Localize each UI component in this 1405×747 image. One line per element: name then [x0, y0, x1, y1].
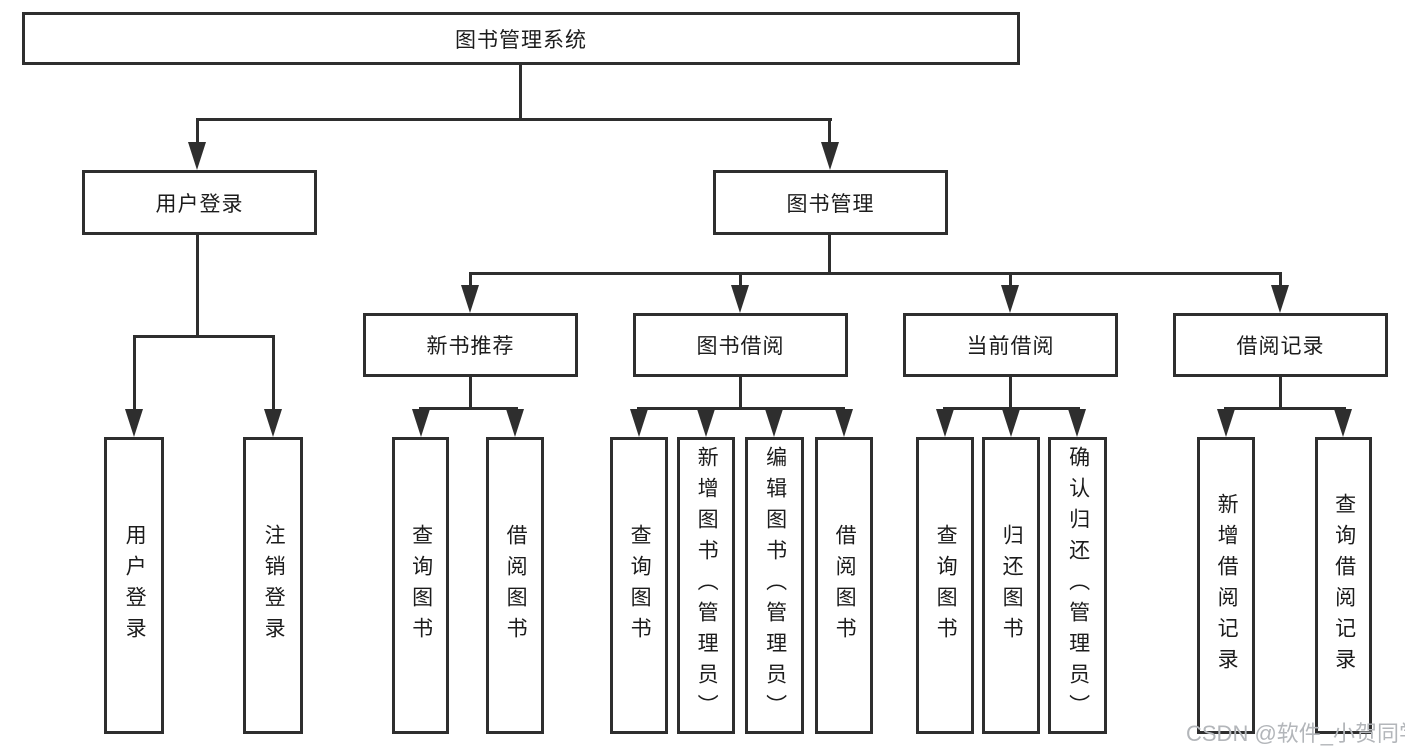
connector-hline — [469, 272, 1282, 275]
leaf-label: 归还图书 — [1000, 523, 1024, 648]
connector-vline — [739, 272, 742, 285]
leaf-label: 查询借阅记录 — [1332, 492, 1356, 679]
leaf-label: 查询图书 — [628, 523, 652, 648]
arrowhead-down-icon — [188, 142, 206, 170]
leaf-borrowing-edit-books-admin: 编辑图书（管理员） — [745, 437, 804, 734]
node-user-login: 用户登录 — [82, 170, 317, 235]
arrowhead-down-icon — [1334, 409, 1352, 437]
connector-hline — [133, 335, 275, 338]
connector-vline — [1009, 272, 1012, 285]
leaf-borrowing-query-books: 查询图书 — [610, 437, 668, 734]
connector-vline — [196, 235, 199, 335]
leaf-current-confirm-return-admin: 确认归还（管理员） — [1048, 437, 1107, 734]
connector-vline — [828, 235, 831, 272]
connector-vline — [1009, 377, 1012, 407]
connector-hline — [1224, 407, 1346, 410]
node-label: 图书管理系统 — [455, 28, 587, 52]
node-borrowing-records: 借阅记录 — [1173, 313, 1388, 377]
arrowhead-down-icon — [821, 142, 839, 170]
node-label: 图书借阅 — [696, 335, 785, 358]
arrowhead-down-icon — [264, 409, 282, 437]
leaf-borrowing-add-books-admin: 新增图书（管理员） — [677, 437, 735, 734]
connector-vline — [272, 335, 275, 409]
arrowhead-down-icon — [1271, 285, 1289, 313]
leaf-records-add-borrow-record: 新增借阅记录 — [1197, 437, 1255, 734]
node-book-borrowing: 图书借阅 — [633, 313, 848, 377]
arrowhead-down-icon — [731, 285, 749, 313]
node-library-management-system: 图书管理系统 — [22, 12, 1020, 65]
node-label: 当前借阅 — [966, 335, 1055, 358]
connector-vline — [828, 118, 831, 142]
arrowhead-down-icon — [412, 409, 430, 437]
leaf-current-return-books: 归还图书 — [982, 437, 1040, 734]
arrowhead-down-icon — [1217, 409, 1235, 437]
node-label: 图书管理 — [786, 192, 875, 216]
leaf-newbooks-query-books: 查询图书 — [392, 437, 449, 734]
node-current-borrowing: 当前借阅 — [903, 313, 1118, 377]
arrowhead-down-icon — [765, 409, 783, 437]
arrowhead-down-icon — [125, 409, 143, 437]
arrowhead-down-icon — [461, 285, 479, 313]
leaf-label: 借阅图书 — [504, 523, 528, 648]
connector-vline — [469, 377, 472, 407]
node-label: 用户登录 — [155, 192, 244, 216]
leaf-label: 新增图书（管理员） — [695, 446, 719, 725]
leaf-current-query-books: 查询图书 — [916, 437, 974, 734]
leaf-label: 注销登录 — [262, 523, 286, 648]
leaf-label: 查询图书 — [409, 523, 433, 648]
connector-vline — [196, 118, 199, 142]
arrowhead-down-icon — [936, 409, 954, 437]
connector-hline — [419, 407, 518, 410]
leaf-logout-login: 注销登录 — [243, 437, 303, 734]
connector-vline — [1279, 377, 1282, 407]
connector-hline — [637, 407, 845, 410]
leaf-label: 用户登录 — [123, 523, 147, 648]
connector-vline — [519, 65, 522, 118]
arrowhead-down-icon — [630, 409, 648, 437]
arrowhead-down-icon — [506, 409, 524, 437]
node-new-book-recommendation: 新书推荐 — [363, 313, 578, 377]
arrowhead-down-icon — [1001, 285, 1019, 313]
connector-vline — [739, 377, 742, 407]
leaf-label: 借阅图书 — [833, 523, 857, 648]
leaf-newbooks-borrow-books: 借阅图书 — [486, 437, 544, 734]
leaf-label: 新增借阅记录 — [1215, 492, 1239, 679]
arrowhead-down-icon — [697, 409, 715, 437]
leaf-label: 编辑图书（管理员） — [763, 446, 787, 725]
csdn-watermark: CSDN @软件_小贺同学 — [1186, 721, 1405, 746]
arrowhead-down-icon — [835, 409, 853, 437]
node-book-management: 图书管理 — [713, 170, 948, 235]
connector-hline — [196, 118, 832, 121]
arrowhead-down-icon — [1068, 409, 1086, 437]
leaf-borrowing-borrow-books: 借阅图书 — [815, 437, 873, 734]
node-label: 借阅记录 — [1236, 335, 1325, 358]
leaf-label: 确认归还（管理员） — [1066, 446, 1090, 725]
leaf-label: 查询图书 — [934, 523, 958, 648]
connector-vline — [133, 335, 136, 409]
connector-vline — [469, 272, 472, 285]
leaf-user-login: 用户登录 — [104, 437, 164, 734]
connector-hline — [943, 407, 1080, 410]
arrowhead-down-icon — [1002, 409, 1020, 437]
leaf-records-query-borrow-record: 查询借阅记录 — [1315, 437, 1372, 734]
node-label: 新书推荐 — [426, 335, 515, 358]
connector-vline — [1279, 272, 1282, 285]
